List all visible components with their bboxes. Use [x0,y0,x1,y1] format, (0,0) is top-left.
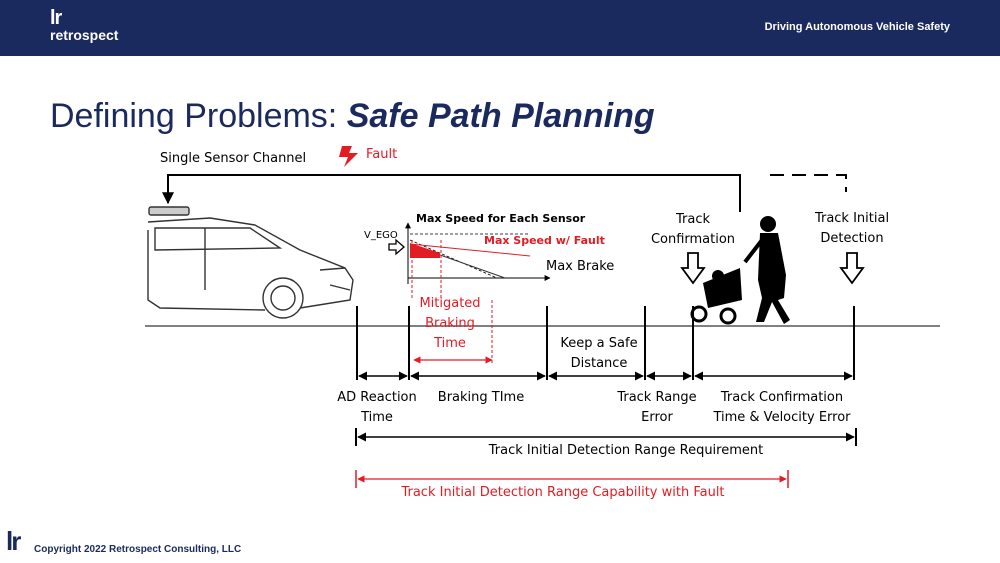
range-requirement-label: Track Initial Detection Range Requiremen… [488,443,763,458]
sensor-channel-label: Single Sensor Channel [160,151,306,166]
max-speed-fault-label: Max Speed w/ Fault [484,234,605,247]
keep-safe-distance-line2: Distance [571,356,628,371]
mitigated-braking-line1: Mitigated [419,296,480,311]
track-confirmation-line2: Confirmation [651,232,735,247]
sensor-channel-line [162,174,741,212]
logo-mark: lr [50,7,62,29]
ad-reaction-line2: Time [360,410,393,425]
fault-label: Fault [366,147,397,162]
track-confirmation-line1: Track [675,212,710,227]
dashed-detection-line [770,174,847,192]
mitigated-braking-line3: Time [433,336,466,351]
inset-fault-speed-line [409,243,531,257]
track-range-error-line1: Track Range [616,390,696,405]
slide-title-plain: Defining Problems: [50,97,347,135]
logo-wordmark: retrospect [50,27,119,43]
slide-title-emphasis: Safe Path Planning [346,97,655,135]
header-bar: lr retrospect Driving Autonomous Vehicle… [0,0,1000,56]
track-conf-velocity-line1: Track Confirmation [720,390,843,405]
header-title: Driving Autonomous Vehicle Safety [764,21,950,33]
ad-reaction-line1: AD Reaction [337,390,417,405]
track-initial-detection-arrow-icon [839,252,865,285]
max-brake-label: Max Brake [546,259,614,274]
lightning-icon [339,146,358,167]
max-speed-title: Max Speed for Each Sensor [416,212,586,225]
footer-copyright: Copyright 2022 Retrospect Consulting, LL… [34,544,242,555]
track-confirmation-arrow-icon [680,252,706,285]
inset-max-brake-dashed [409,239,498,279]
track-initial-detection-line1: Track Initial [814,211,889,226]
track-range-error-line2: Error [641,410,673,425]
v-ego-label: V_EGO [364,230,398,241]
car-icon [147,206,354,319]
segment-ticks [356,306,855,380]
slide-title: Defining Problems: Safe Path Planning [50,96,655,136]
range-capability-label: Track Initial Detection Range Capability… [400,485,724,500]
inset-fault-area [410,243,440,258]
track-initial-detection-line2: Detection [820,231,883,246]
v-ego-arrow-icon [388,238,405,256]
footer-logo-mark: lr [6,526,21,556]
mitigated-braking-line2: Braking [425,316,475,331]
keep-safe-distance-line1: Keep a Safe [560,336,637,351]
track-conf-velocity-line2: Time & Velocity Error [712,410,851,425]
braking-time-label: Braking TIme [438,390,524,405]
